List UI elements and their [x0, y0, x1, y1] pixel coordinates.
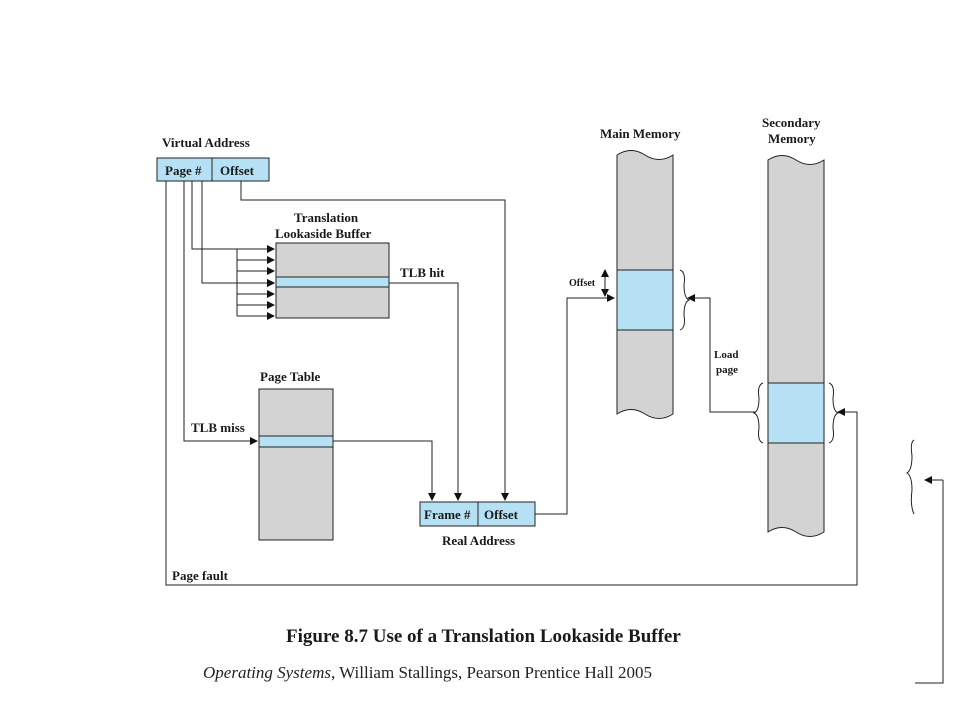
tlb-hit-label: TLB hit [400, 265, 445, 280]
tlb-box [275, 242, 390, 319]
secondary-memory-left-brace [752, 382, 764, 444]
main-memory-title: Main Memory [600, 126, 681, 141]
fragment-brace [906, 439, 915, 515]
tlb-title-line1: Translation [294, 210, 359, 225]
source-book-title: Operating Systems [203, 663, 331, 682]
secondary-memory-right-brace [828, 382, 840, 444]
main-memory-offset-label: Offset [569, 278, 596, 289]
page-fault-label: Page fault [172, 568, 229, 583]
real-address-title: Real Address [442, 533, 515, 548]
secondary-memory-title-line1: Secondary [762, 115, 821, 130]
secondary-memory-title-line2: Memory [768, 131, 816, 146]
virtual-address-register [156, 157, 270, 182]
tlb-title-line2: Lookaside Buffer [275, 226, 372, 241]
secondary-memory-column [767, 155, 825, 537]
real-offset-field: Offset [484, 507, 519, 522]
virtual-address-title: Virtual Address [162, 135, 250, 150]
connection-lines [165, 181, 944, 684]
tlb-miss-label: TLB miss [191, 420, 245, 435]
figure-caption: Figure 8.7 Use of a Translation Lookasid… [286, 626, 681, 647]
real-frame-field: Frame # [424, 507, 471, 522]
virtual-offset-field: Offset [220, 163, 255, 178]
main-memory-brace [679, 269, 691, 331]
real-address-register [419, 501, 536, 527]
virtual-page-field: Page # [165, 163, 202, 178]
main-memory-column [616, 150, 674, 419]
source-citation: Operating Systems, William Stallings, Pe… [203, 663, 652, 683]
load-page-line1: Load [714, 349, 738, 361]
page-table-title: Page Table [260, 369, 321, 384]
load-page-line2: page [716, 364, 738, 376]
source-details: , William Stallings, Pearson Prentice Ha… [330, 663, 652, 682]
page-table-box [258, 388, 334, 541]
